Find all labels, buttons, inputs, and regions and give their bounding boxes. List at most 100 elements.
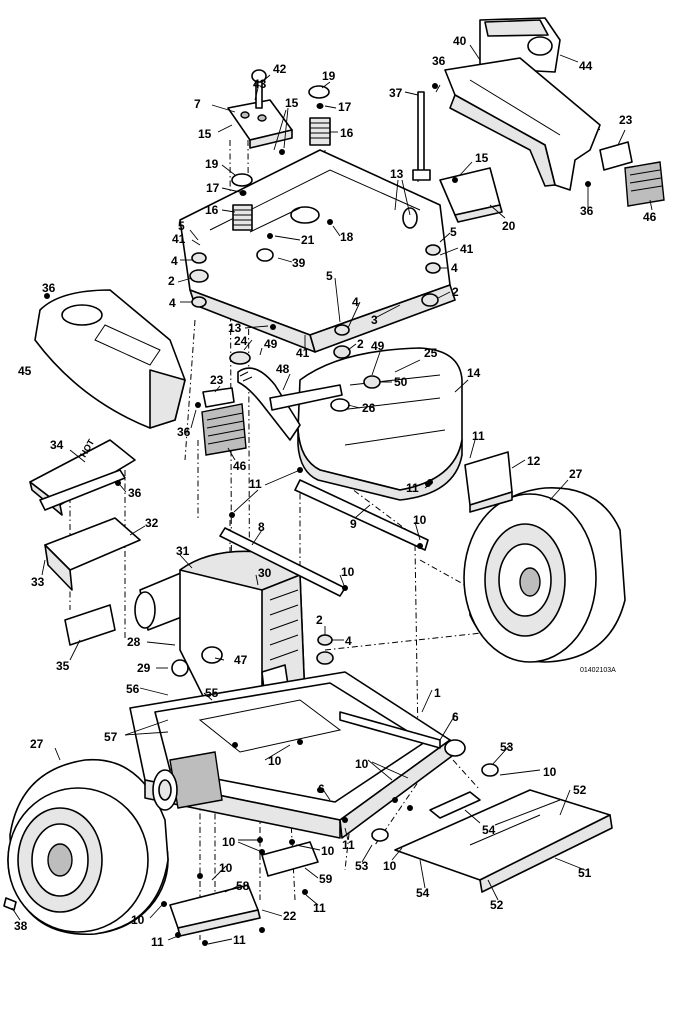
callout-10: 10 xyxy=(219,861,233,875)
callout-11: 11 xyxy=(342,838,355,852)
callout-2: 2 xyxy=(452,285,459,299)
callout-10: 10 xyxy=(341,565,355,579)
callout-52: 52 xyxy=(573,783,587,797)
callout-19: 19 xyxy=(322,69,336,83)
springs-right xyxy=(308,85,331,146)
callout-18: 18 xyxy=(340,230,354,244)
callout-10: 10 xyxy=(543,765,557,779)
callout-11: 11 xyxy=(151,935,164,949)
callout-36: 36 xyxy=(580,204,594,218)
callout-11: 11 xyxy=(249,477,262,491)
callout-49: 49 xyxy=(371,339,385,353)
transmission xyxy=(152,751,223,811)
callout-36: 36 xyxy=(177,425,191,439)
callout-40: 40 xyxy=(453,34,467,48)
callout-10: 10 xyxy=(131,913,145,927)
callout-10: 10 xyxy=(222,835,236,849)
callout-13: 13 xyxy=(390,167,404,181)
callout-43: 43 xyxy=(253,77,267,91)
main-frame xyxy=(129,671,453,839)
callout-45: 45 xyxy=(18,364,32,378)
figure-id: 01402103A xyxy=(580,667,616,674)
seat-base-frame xyxy=(179,149,456,353)
callout-16: 16 xyxy=(205,203,219,217)
callout-56: 56 xyxy=(126,682,140,696)
callout-30: 30 xyxy=(258,566,272,580)
callout-6: 6 xyxy=(452,710,459,724)
callout-11: 11 xyxy=(233,933,246,947)
callout-53: 53 xyxy=(500,740,514,754)
callout-22: 22 xyxy=(283,909,297,923)
callout-27: 27 xyxy=(569,467,583,481)
callout-5: 5 xyxy=(326,269,333,283)
rod xyxy=(412,91,431,181)
callout-55: 55 xyxy=(205,686,219,700)
left-fender xyxy=(34,289,186,429)
rear-wheel-right xyxy=(463,487,626,663)
control-plate xyxy=(227,69,293,149)
callout-12: 12 xyxy=(527,454,541,468)
callout-11: 11 xyxy=(313,901,326,915)
callout-6: 6 xyxy=(318,782,325,796)
bracket-20 xyxy=(439,167,503,223)
callout-14: 14 xyxy=(467,366,481,380)
bolt-38 xyxy=(3,897,17,911)
callout-36: 36 xyxy=(432,54,446,68)
callout-2: 2 xyxy=(357,337,364,351)
callout-16: 16 xyxy=(340,126,354,140)
callout-10: 10 xyxy=(413,513,427,527)
callout-11: 11 xyxy=(406,481,419,495)
callout-10: 10 xyxy=(321,844,335,858)
callout-11: 11 xyxy=(472,429,485,443)
filler-neck xyxy=(229,351,343,441)
control-panel xyxy=(444,57,601,191)
callout-2: 2 xyxy=(316,613,323,627)
callout-9: 9 xyxy=(350,517,357,531)
callout-46: 46 xyxy=(233,459,247,473)
callout-24: 24 xyxy=(234,334,248,348)
callout-29: 29 xyxy=(137,661,151,675)
callout-numbers: 42 43 7 15 15 19 17 16 19 17 16 36 37 40… xyxy=(14,34,657,949)
callout-34: 34 xyxy=(50,438,64,452)
callout-48: 48 xyxy=(276,362,290,376)
exhaust-shields xyxy=(39,469,141,646)
callout-32: 32 xyxy=(145,516,159,530)
callout-27: 27 xyxy=(30,737,44,751)
callout-7: 7 xyxy=(194,97,201,111)
callout-36: 36 xyxy=(42,281,56,295)
callout-10: 10 xyxy=(268,754,282,768)
washers xyxy=(189,244,441,665)
callout-20: 20 xyxy=(502,219,516,233)
callout-39: 39 xyxy=(292,256,306,270)
callout-54: 54 xyxy=(416,886,430,900)
callout-19: 19 xyxy=(205,157,219,171)
callout-8: 8 xyxy=(258,520,265,534)
callout-41: 41 xyxy=(460,242,474,256)
leader-lines xyxy=(11,44,653,945)
brackets-lower xyxy=(169,841,319,937)
callout-23: 23 xyxy=(210,373,224,387)
console-pod xyxy=(479,17,561,73)
callout-10: 10 xyxy=(355,757,369,771)
callout-31: 31 xyxy=(176,544,190,558)
callout-17: 17 xyxy=(206,181,220,195)
callout-4: 4 xyxy=(352,295,359,309)
callout-49: 49 xyxy=(264,337,278,351)
callout-53: 53 xyxy=(355,859,369,873)
callout-4: 4 xyxy=(171,254,178,268)
callout-51: 51 xyxy=(578,866,592,880)
callout-15: 15 xyxy=(198,127,212,141)
callout-58: 58 xyxy=(236,879,250,893)
bracket-12 xyxy=(464,451,513,513)
callout-33: 33 xyxy=(31,575,45,589)
callout-23: 23 xyxy=(619,113,633,127)
callout-37: 37 xyxy=(389,86,403,100)
callout-38: 38 xyxy=(14,919,28,933)
rear-wheel-left xyxy=(7,758,169,936)
grip-right xyxy=(599,141,665,207)
rail-9 xyxy=(294,479,429,551)
callout-41: 41 xyxy=(172,232,186,246)
callout-13: 13 xyxy=(228,321,242,335)
